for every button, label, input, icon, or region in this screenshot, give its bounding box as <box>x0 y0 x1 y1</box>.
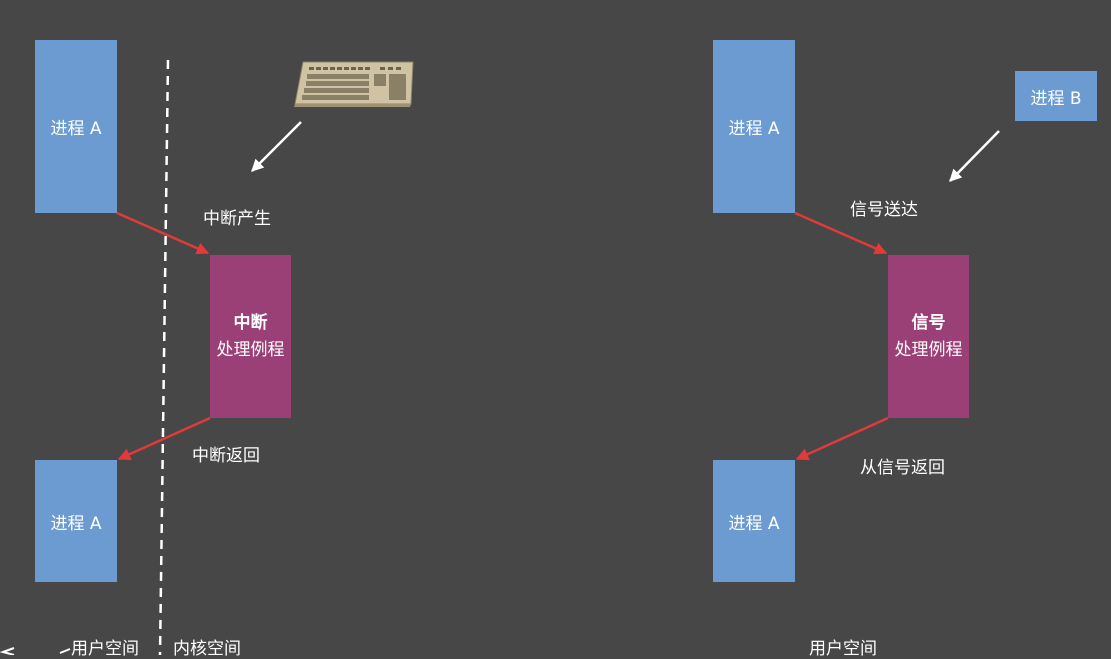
interrupt-handler-subtitle: 处理例程 <box>216 339 285 360</box>
keyboard-pointer-arrow <box>251 121 302 172</box>
signal-delivered-label: 信号送达 <box>850 200 918 220</box>
user-space-label-left: 用户空间 <box>71 639 139 659</box>
kernel-space-label: 内核空间 <box>173 639 241 659</box>
interrupt-entry-arrow <box>116 211 210 255</box>
signal-entry-arrow <box>794 211 888 255</box>
right-process-a-top-label: 进程 A <box>728 119 780 139</box>
right-process-a-bottom: 进程 A <box>713 460 795 582</box>
signal-handler-box: 信号 处理例程 <box>888 255 969 418</box>
process-b-label: 进程 B <box>1030 88 1082 109</box>
interrupt-return-arrow <box>117 416 211 461</box>
left-process-a-bottom-label: 进程 A <box>50 513 102 534</box>
signal-handler-subtitle: 处理例程 <box>894 339 963 360</box>
signal-handler-title: 信号 <box>911 313 946 334</box>
signal-return-label: 从信号返回 <box>860 458 945 478</box>
left-process-a-top-label: 进程 A <box>50 119 102 139</box>
process-b-pointer-arrow <box>949 130 1000 182</box>
user-space-label-right: 用户空间 <box>809 639 877 659</box>
interrupt-return-label: 中断返回 <box>192 446 260 466</box>
interrupt-handler-title: 中断 <box>233 313 268 334</box>
keyboard-icon <box>294 61 414 107</box>
left-process-a-bottom: 进程 A <box>35 460 117 582</box>
right-process-a-top: 进程 A <box>713 40 795 213</box>
right-process-a-bottom-label: 进程 A <box>728 513 780 534</box>
interrupt-occurs-label: 中断产生 <box>203 209 271 229</box>
process-b-box: 进程 B <box>1015 71 1097 121</box>
interrupt-handler-box: 中断 处理例程 <box>210 255 291 418</box>
left-process-a-top: 进程 A <box>35 40 117 213</box>
left-edge-mark-icon <box>0 647 15 655</box>
user-kernel-divider <box>158 59 170 655</box>
signal-return-arrow <box>795 416 889 461</box>
